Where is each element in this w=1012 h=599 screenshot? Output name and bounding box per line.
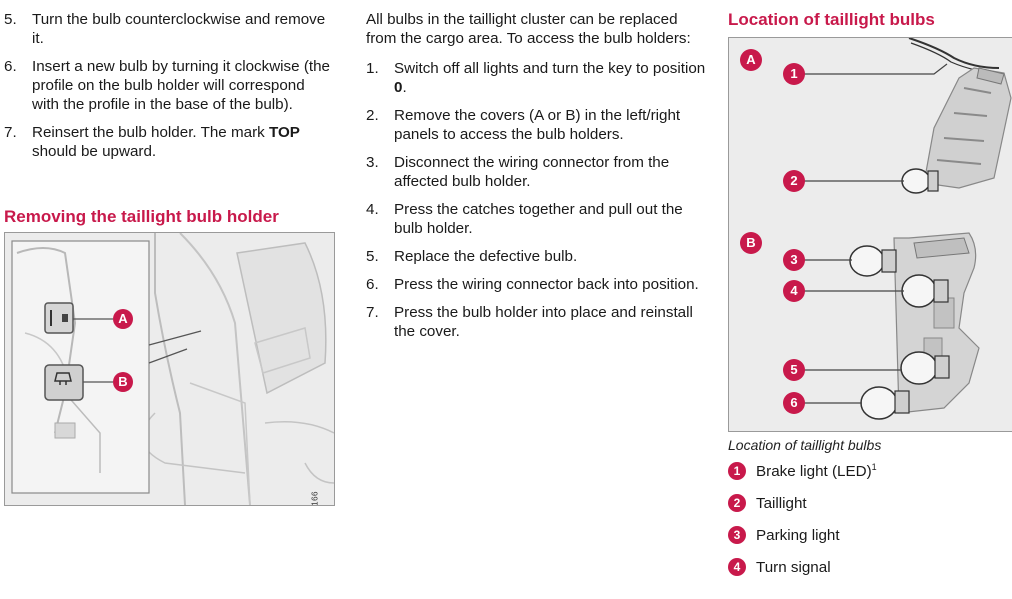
taillight-illustration — [729, 38, 1012, 431]
callout-6: 6 — [790, 395, 798, 410]
legend-number-badge: 2 — [728, 494, 746, 512]
step-item: 6. Insert a new bulb by turning it clock… — [4, 58, 330, 113]
callout-5: 5 — [790, 362, 798, 377]
legend-text: Brake light (LED)1 — [756, 461, 877, 480]
step-item: 2. Remove the covers (A or B) in the lef… — [366, 107, 681, 143]
figure-label-a: A — [746, 52, 756, 67]
figure-label-b: B — [118, 374, 128, 389]
step-item: 1. Switch off all lights and turn the ke… — [366, 60, 706, 96]
column-left: 5. Turn the bulb counterclockwise and re… — [4, 0, 335, 506]
legend-text: Parking light — [756, 527, 840, 544]
step-text: Switch off all lights and turn the key t… — [394, 60, 706, 96]
intro-paragraph: All bulbs in the taillight cluster can b… — [366, 11, 691, 47]
cover-a-shape — [44, 302, 74, 334]
legend-number-badge: 4 — [728, 558, 746, 576]
legend-number-badge: 1 — [728, 462, 746, 480]
legend-item: 3 Parking light — [728, 526, 877, 558]
step-text: Reinsert the bulb holder. The mark TOP s… — [32, 124, 300, 160]
column-middle: All bulbs in the taillight cluster can b… — [366, 0, 706, 350]
step-item: 3. Disconnect the wiring connector from … — [366, 154, 670, 190]
section-heading-location: Location of taillight bulbs — [728, 10, 935, 29]
step-item: 7. Reinsert the bulb holder. The mark TO… — [4, 124, 300, 160]
callout-4: 4 — [790, 283, 798, 298]
step-item: 6. Press the wiring connector back into … — [366, 276, 699, 293]
label-a-badge — [113, 309, 133, 329]
figure-label-a: A — [118, 311, 128, 326]
step-item: 5. Turn the bulb counterclockwise and re… — [4, 11, 326, 47]
legend-text: Turn signal — [756, 559, 831, 576]
step-item: 5. Replace the defective bulb. — [366, 248, 578, 265]
legend-item: 1 Brake light (LED)1 — [728, 462, 877, 494]
legend-text: Taillight — [756, 495, 807, 512]
figure-taillight-bulbs: A B 1 2 3 4 5 6 — [728, 37, 1012, 432]
callout-1: 1 — [790, 66, 798, 81]
callout-3: 3 — [790, 252, 798, 267]
step-item: 4. Press the catches together and pull o… — [366, 201, 683, 237]
cargo-area-illustration — [5, 233, 334, 505]
step-list-continued: 5. Turn the bulb counterclockwise and re… — [4, 10, 334, 161]
section-heading-removing: Removing the taillight bulb holder — [4, 207, 279, 226]
step-item: 7. Press the bulb holder into place and … — [366, 304, 693, 340]
figure-caption: Location of taillight bulbs — [728, 437, 882, 453]
legend-number-badge: 3 — [728, 526, 746, 544]
legend-item: 4 Turn signal — [728, 558, 877, 590]
figure-removing-bulb-holder: A B G019166 — [4, 232, 335, 506]
figure-label-b: B — [746, 235, 756, 250]
legend-item: 2 Taillight — [728, 494, 877, 526]
figure-code: G019166 — [305, 491, 324, 505]
callout-2: 2 — [790, 173, 798, 188]
bulb-legend: 1 Brake light (LED)1 2 Taillight 3 Parki… — [728, 462, 877, 590]
label-b-badge — [113, 372, 133, 392]
cover-b-shape — [44, 364, 84, 401]
step-list-replace: 1. Switch off all lights and turn the ke… — [366, 59, 706, 341]
